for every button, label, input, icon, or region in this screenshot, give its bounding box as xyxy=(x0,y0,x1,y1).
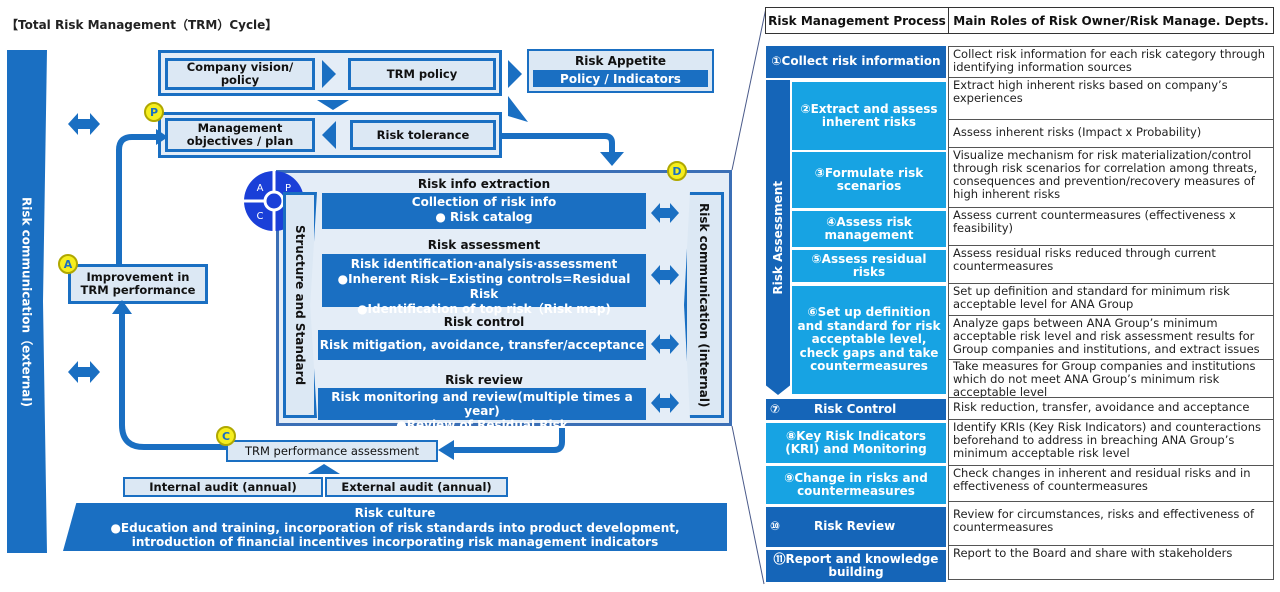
step-2: ②Extract and assess inherent risks xyxy=(792,82,946,150)
header-roles: Main Roles of Risk Owner/Risk Manage. De… xyxy=(948,7,1274,34)
role-cell: Check changes in inherent and residual r… xyxy=(948,466,1274,502)
section-line: ● Risk catalog xyxy=(435,210,533,224)
pdca-p: P xyxy=(285,183,291,194)
management-objectives-box: Management objectives / plan xyxy=(165,118,315,152)
step-5: ⑤Assess residual risks xyxy=(792,250,946,282)
flow-arrow-to-act xyxy=(112,300,235,450)
step-4: ④Assess risk management xyxy=(792,211,946,247)
risk-culture-title: Risk culture xyxy=(354,506,436,520)
header-process: Risk Management Process xyxy=(765,7,949,34)
section-body-risk-control: Risk mitigation, avoidance, transfer/acc… xyxy=(318,330,646,360)
improvement-box: Improvement in TRM performance xyxy=(68,264,208,304)
internal-audit-box: Internal audit (annual) xyxy=(123,477,323,497)
section-line: ●Identification of top risk（Risk map) xyxy=(357,302,611,316)
step-1: ①Collect risk information xyxy=(766,46,946,78)
right-arrow-icon xyxy=(322,60,336,88)
risk-tolerance-box: Risk tolerance xyxy=(350,120,496,150)
step-7: ⑦ Risk Control xyxy=(766,399,946,420)
risk-assessment-band: Risk Assessment xyxy=(766,80,790,395)
double-arrow-icon xyxy=(651,203,679,223)
company-vision-box: Company vision/ policy xyxy=(165,58,315,90)
step-9: ⑨Change in risks and countermeasures xyxy=(766,466,946,504)
internal-risk-communication-label: Risk communication (internal) xyxy=(697,202,711,408)
trm-policy-box: TRM policy xyxy=(348,58,496,90)
role-cell: Review for circumstances, risks and effe… xyxy=(948,502,1274,546)
section-body-risk-assessment: Risk identification·analysis·assessment … xyxy=(322,254,646,316)
risk-appetite-subtitle: Policy / Indicators xyxy=(533,70,708,87)
up-arrow-icon xyxy=(308,464,340,474)
performance-assessment-box: TRM performance assessment xyxy=(226,440,438,462)
role-cell: Risk reduction, transfer, avoidance and … xyxy=(948,398,1274,420)
step-8: ⑧Key Risk Indicators (KRI) and Monitorin… xyxy=(766,423,946,463)
double-arrow-icon xyxy=(68,113,100,135)
step-11: ⑪Report and knowledge building xyxy=(766,550,946,582)
section-heading-risk-assessment: Risk assessment xyxy=(427,238,541,252)
section-line: Risk mitigation, avoidance, transfer/acc… xyxy=(319,338,645,352)
badge-d: D xyxy=(667,161,687,181)
section-line: ●Review of Residual Risk xyxy=(396,418,568,432)
step-number: ⑩ xyxy=(770,519,781,534)
risk-appetite-title: Risk Appetite xyxy=(575,53,666,68)
external-audit-box: External audit (annual) xyxy=(325,477,508,497)
role-cell: Collect risk information for each risk c… xyxy=(948,46,1274,78)
section-body-risk-info-extraction: Collection of risk info ● Risk catalog xyxy=(322,193,646,229)
risk-assessment-label: Risk Assessment xyxy=(771,180,785,295)
diagram-title: 【Total Risk Management（TRM）Cycle】 xyxy=(6,18,278,32)
section-heading-risk-info-extraction: Risk info extraction xyxy=(417,177,551,191)
role-cell: Assess residual risks reduced through cu… xyxy=(948,246,1274,284)
role-cell: Set up definition and standard for minim… xyxy=(948,284,1274,316)
section-body-risk-review: Risk monitoring and review(multiple time… xyxy=(318,388,646,432)
structure-standard-label: Structure and Standard xyxy=(293,224,307,386)
left-arrow-icon xyxy=(322,121,336,149)
section-heading-risk-review: Risk review xyxy=(445,373,523,387)
badge-c: C xyxy=(216,426,236,446)
risk-appetite-box: Risk Appetite Policy / Indicators xyxy=(527,49,714,93)
step-label: Risk Control xyxy=(814,401,897,416)
step-number: ⑦ xyxy=(770,401,781,416)
step-6: ⑥Set up definition and standard for risk… xyxy=(792,286,946,394)
zoom-connector-lines xyxy=(731,7,767,585)
flow-arrow-to-check xyxy=(438,428,565,460)
badge-a: A xyxy=(58,254,78,274)
section-line: Collection of risk info xyxy=(411,195,557,209)
external-risk-communication-label: Risk communication（external) xyxy=(19,196,34,407)
step-3: ③Formulate risk scenarios xyxy=(792,152,946,208)
double-arrow-icon xyxy=(651,393,679,413)
risk-culture-banner: Risk culture ●Education and training, in… xyxy=(63,503,727,551)
section-line: ●Inherent Risk−Existing controls=Residua… xyxy=(337,272,631,301)
section-line: Risk monitoring and review(multiple time… xyxy=(331,390,633,418)
role-cell: Take measures for Group companies and in… xyxy=(948,360,1274,399)
badge-p: P xyxy=(144,102,164,122)
flow-arrow-to-plan xyxy=(116,129,168,267)
role-cell: Assess inherent risks (Impact x Probabil… xyxy=(948,120,1274,148)
role-cell: Extract high inherent risks based on com… xyxy=(948,78,1274,120)
flow-arrow-to-do xyxy=(500,133,624,166)
role-cell: Identify KRIs (Key Risk Indicators) and … xyxy=(948,420,1274,466)
pdca-a: A xyxy=(257,183,264,194)
role-cell: Report to the Board and share with stake… xyxy=(948,546,1274,580)
internal-risk-communication-bar: Risk communication (internal) xyxy=(684,192,724,418)
step-label: Risk Review xyxy=(814,519,896,534)
risk-culture-line: ●Education and training, incorporation o… xyxy=(110,520,680,535)
role-cell: Assess current countermeasures (effectiv… xyxy=(948,208,1274,246)
section-heading-risk-control: Risk control xyxy=(443,315,525,329)
down-arrow-icon xyxy=(317,100,349,110)
right-arrow-icon xyxy=(508,60,522,88)
step-10: ⑩ Risk Review xyxy=(766,507,946,547)
double-arrow-icon xyxy=(651,265,679,285)
external-risk-communication-bar: Risk communication（external) xyxy=(7,50,47,553)
pdca-c: C xyxy=(257,211,264,222)
risk-culture-line: introduction of financial incentives inc… xyxy=(131,535,659,549)
section-line: Risk identification·analysis·assessment xyxy=(350,257,618,271)
role-cell: Visualize mechanism for risk materializa… xyxy=(948,148,1274,208)
double-arrow-icon xyxy=(651,334,679,354)
diagonal-arrow-icon xyxy=(508,96,528,122)
double-arrow-icon xyxy=(68,361,100,383)
role-cell: Analyze gaps between ANA Group’s minimum… xyxy=(948,316,1274,360)
